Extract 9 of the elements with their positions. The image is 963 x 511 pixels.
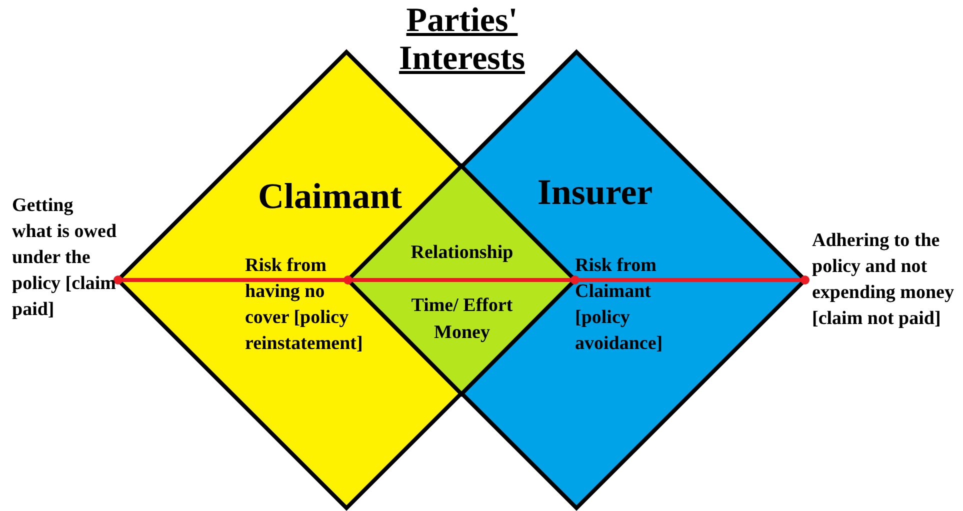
heading-text: Claimant [257,175,403,218]
risk-text: Risk from Claimant [policy avoidance] [575,254,664,356]
note-text: Getting what is owed under the policy [claim paid] [12,194,118,322]
heading-text: Insurer [536,171,654,214]
risk-text: Risk from having no cover [policy reinstatement] [245,254,363,356]
title-text: Parties' Interests [398,2,526,78]
overlap-text: Relationship [410,241,514,265]
note-text: Adhering to the policy and not expending money [claim not paid] [812,229,955,331]
overlap-text: Time/ Effort Money [410,294,514,345]
